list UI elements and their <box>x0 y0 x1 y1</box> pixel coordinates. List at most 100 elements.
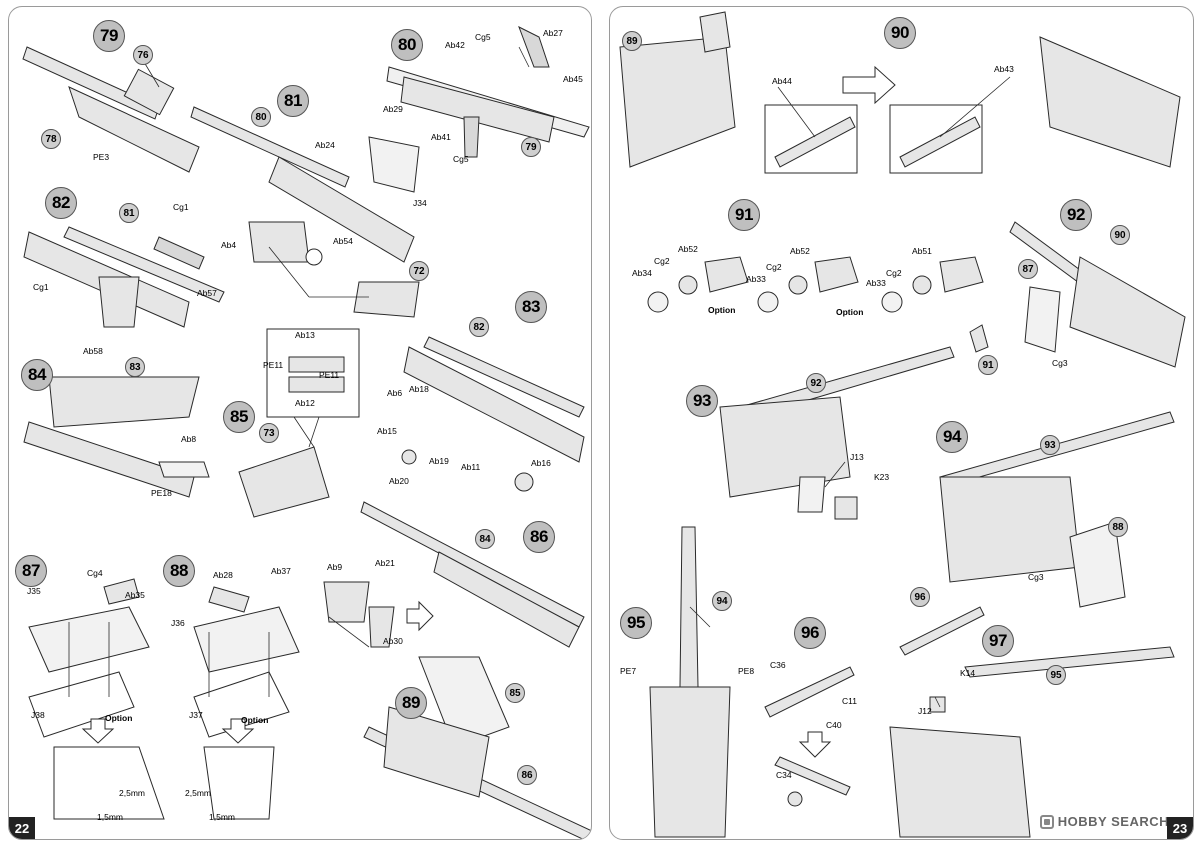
part-label: PE3 <box>93 152 110 162</box>
subassembly-ref: 92 <box>806 373 826 393</box>
part-label: Ab27 <box>543 28 563 38</box>
instruction-page-left: 79 80 81 82 83 84 85 86 87 88 89 76 78 8… <box>8 6 592 840</box>
subassembly-ref: 90 <box>1110 225 1130 245</box>
part-label: C34 <box>776 770 792 780</box>
part-label: Cg5 <box>475 32 491 42</box>
part-label: Ab4 <box>221 240 237 250</box>
part-label: Ab44 <box>772 76 792 86</box>
step-badge: 96 <box>794 617 826 649</box>
part-label: J37 <box>189 710 203 720</box>
part-label: J34 <box>413 198 427 208</box>
step-badge: 87 <box>15 555 47 587</box>
part-label: Ab30 <box>383 636 403 646</box>
part-label: Ab20 <box>389 476 409 486</box>
part-label: Ab24 <box>315 140 335 150</box>
subassembly-ref: 88 <box>1108 517 1128 537</box>
part-label: Ab16 <box>531 458 551 468</box>
step-badge: 79 <box>93 20 125 52</box>
subassembly-ref: 89 <box>622 31 642 51</box>
option-label: Option <box>241 715 269 725</box>
part-label: Ab29 <box>383 104 403 114</box>
part-label: Ab43 <box>994 64 1014 74</box>
part-label: Ab35 <box>125 590 145 600</box>
hobby-search-logo-icon <box>1039 814 1054 829</box>
part-label: Ab52 <box>678 244 698 254</box>
option-label: Option <box>836 307 864 317</box>
part-label: Ab42 <box>445 40 465 50</box>
part-label: J38 <box>31 710 45 720</box>
step-badge: 83 <box>515 291 547 323</box>
step-badge: 82 <box>45 187 77 219</box>
step-badge: 84 <box>21 359 53 391</box>
assembly-drawings-left <box>22 25 591 839</box>
part-label: Cg1 <box>173 202 189 212</box>
part-label: J13 <box>850 452 864 462</box>
page-number: 22 <box>9 817 35 839</box>
assembly-drawings-right <box>619 11 1186 838</box>
subassembly-ref: 84 <box>475 529 495 549</box>
part-label: K14 <box>960 668 976 678</box>
subassembly-ref: 93 <box>1040 435 1060 455</box>
page-number: 23 <box>1167 817 1193 839</box>
part-label: PE8 <box>738 666 755 676</box>
part-label: K23 <box>874 472 890 482</box>
step-badge: 94 <box>936 421 968 453</box>
instruction-page-right: 90 91 92 93 94 95 96 97 89 87 90 91 92 9… <box>609 6 1194 840</box>
step-badge: 80 <box>391 29 423 61</box>
part-label: J35 <box>27 586 41 596</box>
subassembly-ref: 72 <box>409 261 429 281</box>
subassembly-ref: 79 <box>521 137 541 157</box>
part-label: C40 <box>826 720 842 730</box>
part-label: Cg4 <box>87 568 103 578</box>
part-label: Ab6 <box>387 388 403 398</box>
part-label: 1,5mm <box>209 812 235 822</box>
part-label: Cg3 <box>1052 358 1068 368</box>
part-label: Cg1 <box>33 282 49 292</box>
part-label: Ab41 <box>431 132 451 142</box>
part-label: Ab54 <box>333 236 353 246</box>
part-label: Ab37 <box>271 566 291 576</box>
subassembly-ref: 95 <box>1046 665 1066 685</box>
part-label: C11 <box>842 696 857 706</box>
part-label: Ab21 <box>375 558 395 568</box>
part-label: PE18 <box>151 488 172 498</box>
subassembly-ref: 94 <box>712 591 732 611</box>
watermark-text: HOBBY SEARCH <box>1057 814 1169 829</box>
part-label: Ab12 <box>295 398 315 408</box>
option-label: Option <box>105 713 133 723</box>
part-label: PE11 <box>319 370 340 380</box>
watermark: HOBBY SEARCH <box>1039 814 1169 829</box>
step-badge: 85 <box>223 401 255 433</box>
subassembly-ref: 85 <box>505 683 525 703</box>
subassembly-ref: 87 <box>1018 259 1038 279</box>
step-badge: 93 <box>686 385 718 417</box>
part-label: 2,5mm <box>185 788 211 798</box>
subassembly-ref: 81 <box>119 203 139 223</box>
part-label: Ab51 <box>912 246 932 256</box>
part-label: Ab34 <box>632 268 652 278</box>
part-label: Ab13 <box>295 330 315 340</box>
part-label: Ab28 <box>213 570 233 580</box>
part-label: Ab8 <box>181 434 197 444</box>
subassembly-ref: 80 <box>251 107 271 127</box>
subassembly-ref: 91 <box>978 355 998 375</box>
step-badge: 97 <box>982 625 1014 657</box>
subassembly-ref: 82 <box>469 317 489 337</box>
part-label: Ab58 <box>83 346 103 356</box>
subassembly-ref: 78 <box>41 129 61 149</box>
option-label: Option <box>708 305 736 315</box>
step-badge: 92 <box>1060 199 1092 231</box>
step-badge: 88 <box>163 555 195 587</box>
part-label: Ab9 <box>327 562 343 572</box>
step-badge: 95 <box>620 607 652 639</box>
part-label: Cg5 <box>453 154 469 164</box>
part-label: Ab33 <box>746 274 766 284</box>
part-label: Cg3 <box>1028 572 1044 582</box>
step-badge: 89 <box>395 687 427 719</box>
step-badge: 91 <box>728 199 760 231</box>
part-label: Ab45 <box>563 74 583 84</box>
part-label: Ab18 <box>409 384 429 394</box>
part-label: Ab19 <box>429 456 449 466</box>
subassembly-ref: 76 <box>133 45 153 65</box>
part-label: J12 <box>918 706 932 716</box>
